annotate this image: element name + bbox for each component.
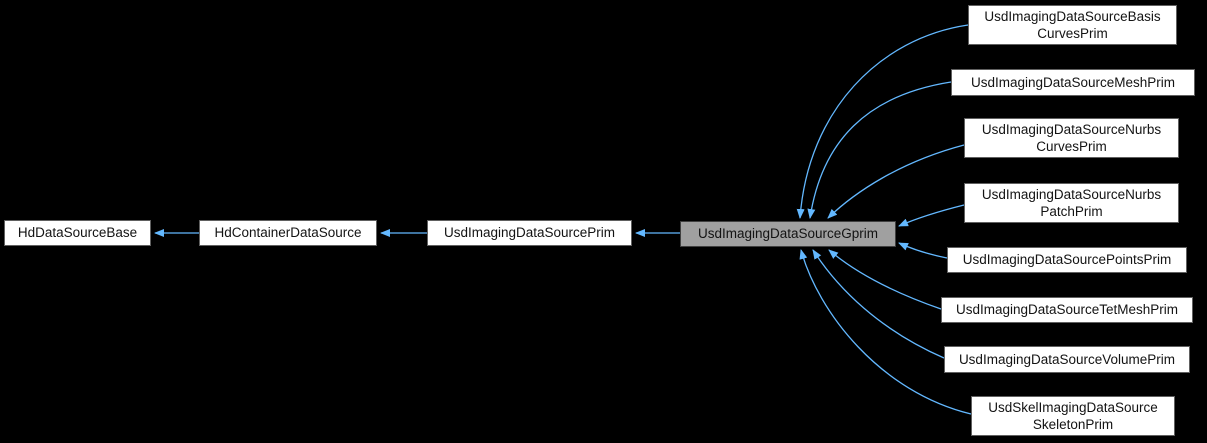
class-node-usd-imaging-data-source-points-prim[interactable]: UsdImagingDataSourcePointsPrim bbox=[947, 247, 1187, 273]
arrow-volume-to-gprim bbox=[812, 249, 945, 359]
class-node-usd-imaging-data-source-gprim-current: UsdImagingDataSourceGprim bbox=[680, 221, 896, 247]
class-node-usd-imaging-data-source-tet-mesh-prim[interactable]: UsdImagingDataSourceTetMeshPrim bbox=[941, 297, 1193, 323]
class-node-usd-imaging-data-source-volume-prim[interactable]: UsdImagingDataSourceVolumePrim bbox=[944, 346, 1190, 373]
arrow-nurbspatch-to-gprim bbox=[898, 204, 965, 227]
class-node-usd-imaging-data-source-prim[interactable]: UsdImagingDataSourcePrim bbox=[427, 220, 632, 246]
arrow-points-to-gprim bbox=[898, 242, 948, 259]
arrow-tetmesh-to-gprim bbox=[828, 249, 942, 310]
arrow-skeleton-to-gprim bbox=[799, 249, 972, 415]
arrow-mesh-to-gprim bbox=[807, 81, 952, 219]
arrow-basiscurves-to-gprim bbox=[796, 24, 969, 219]
class-node-usd-imaging-data-source-basis-curves-prim[interactable]: UsdImagingDataSourceBasis CurvesPrim bbox=[968, 5, 1177, 45]
class-node-usd-imaging-data-source-nurbs-curves-prim[interactable]: UsdImagingDataSourceNurbs CurvesPrim bbox=[964, 118, 1179, 158]
class-node-hd-container-data-source[interactable]: HdContainerDataSource bbox=[199, 220, 377, 246]
class-node-usd-skel-imaging-data-source-skeleton-prim[interactable]: UsdSkelImagingDataSource SkeletonPrim bbox=[971, 396, 1175, 436]
class-node-hd-data-source-base[interactable]: HdDataSourceBase bbox=[4, 220, 151, 246]
class-node-usd-imaging-data-source-nurbs-patch-prim[interactable]: UsdImagingDataSourceNurbs PatchPrim bbox=[964, 183, 1179, 223]
arrow-nurbscurves-to-gprim bbox=[827, 144, 965, 219]
class-node-usd-imaging-data-source-mesh-prim[interactable]: UsdImagingDataSourceMeshPrim bbox=[951, 69, 1195, 96]
